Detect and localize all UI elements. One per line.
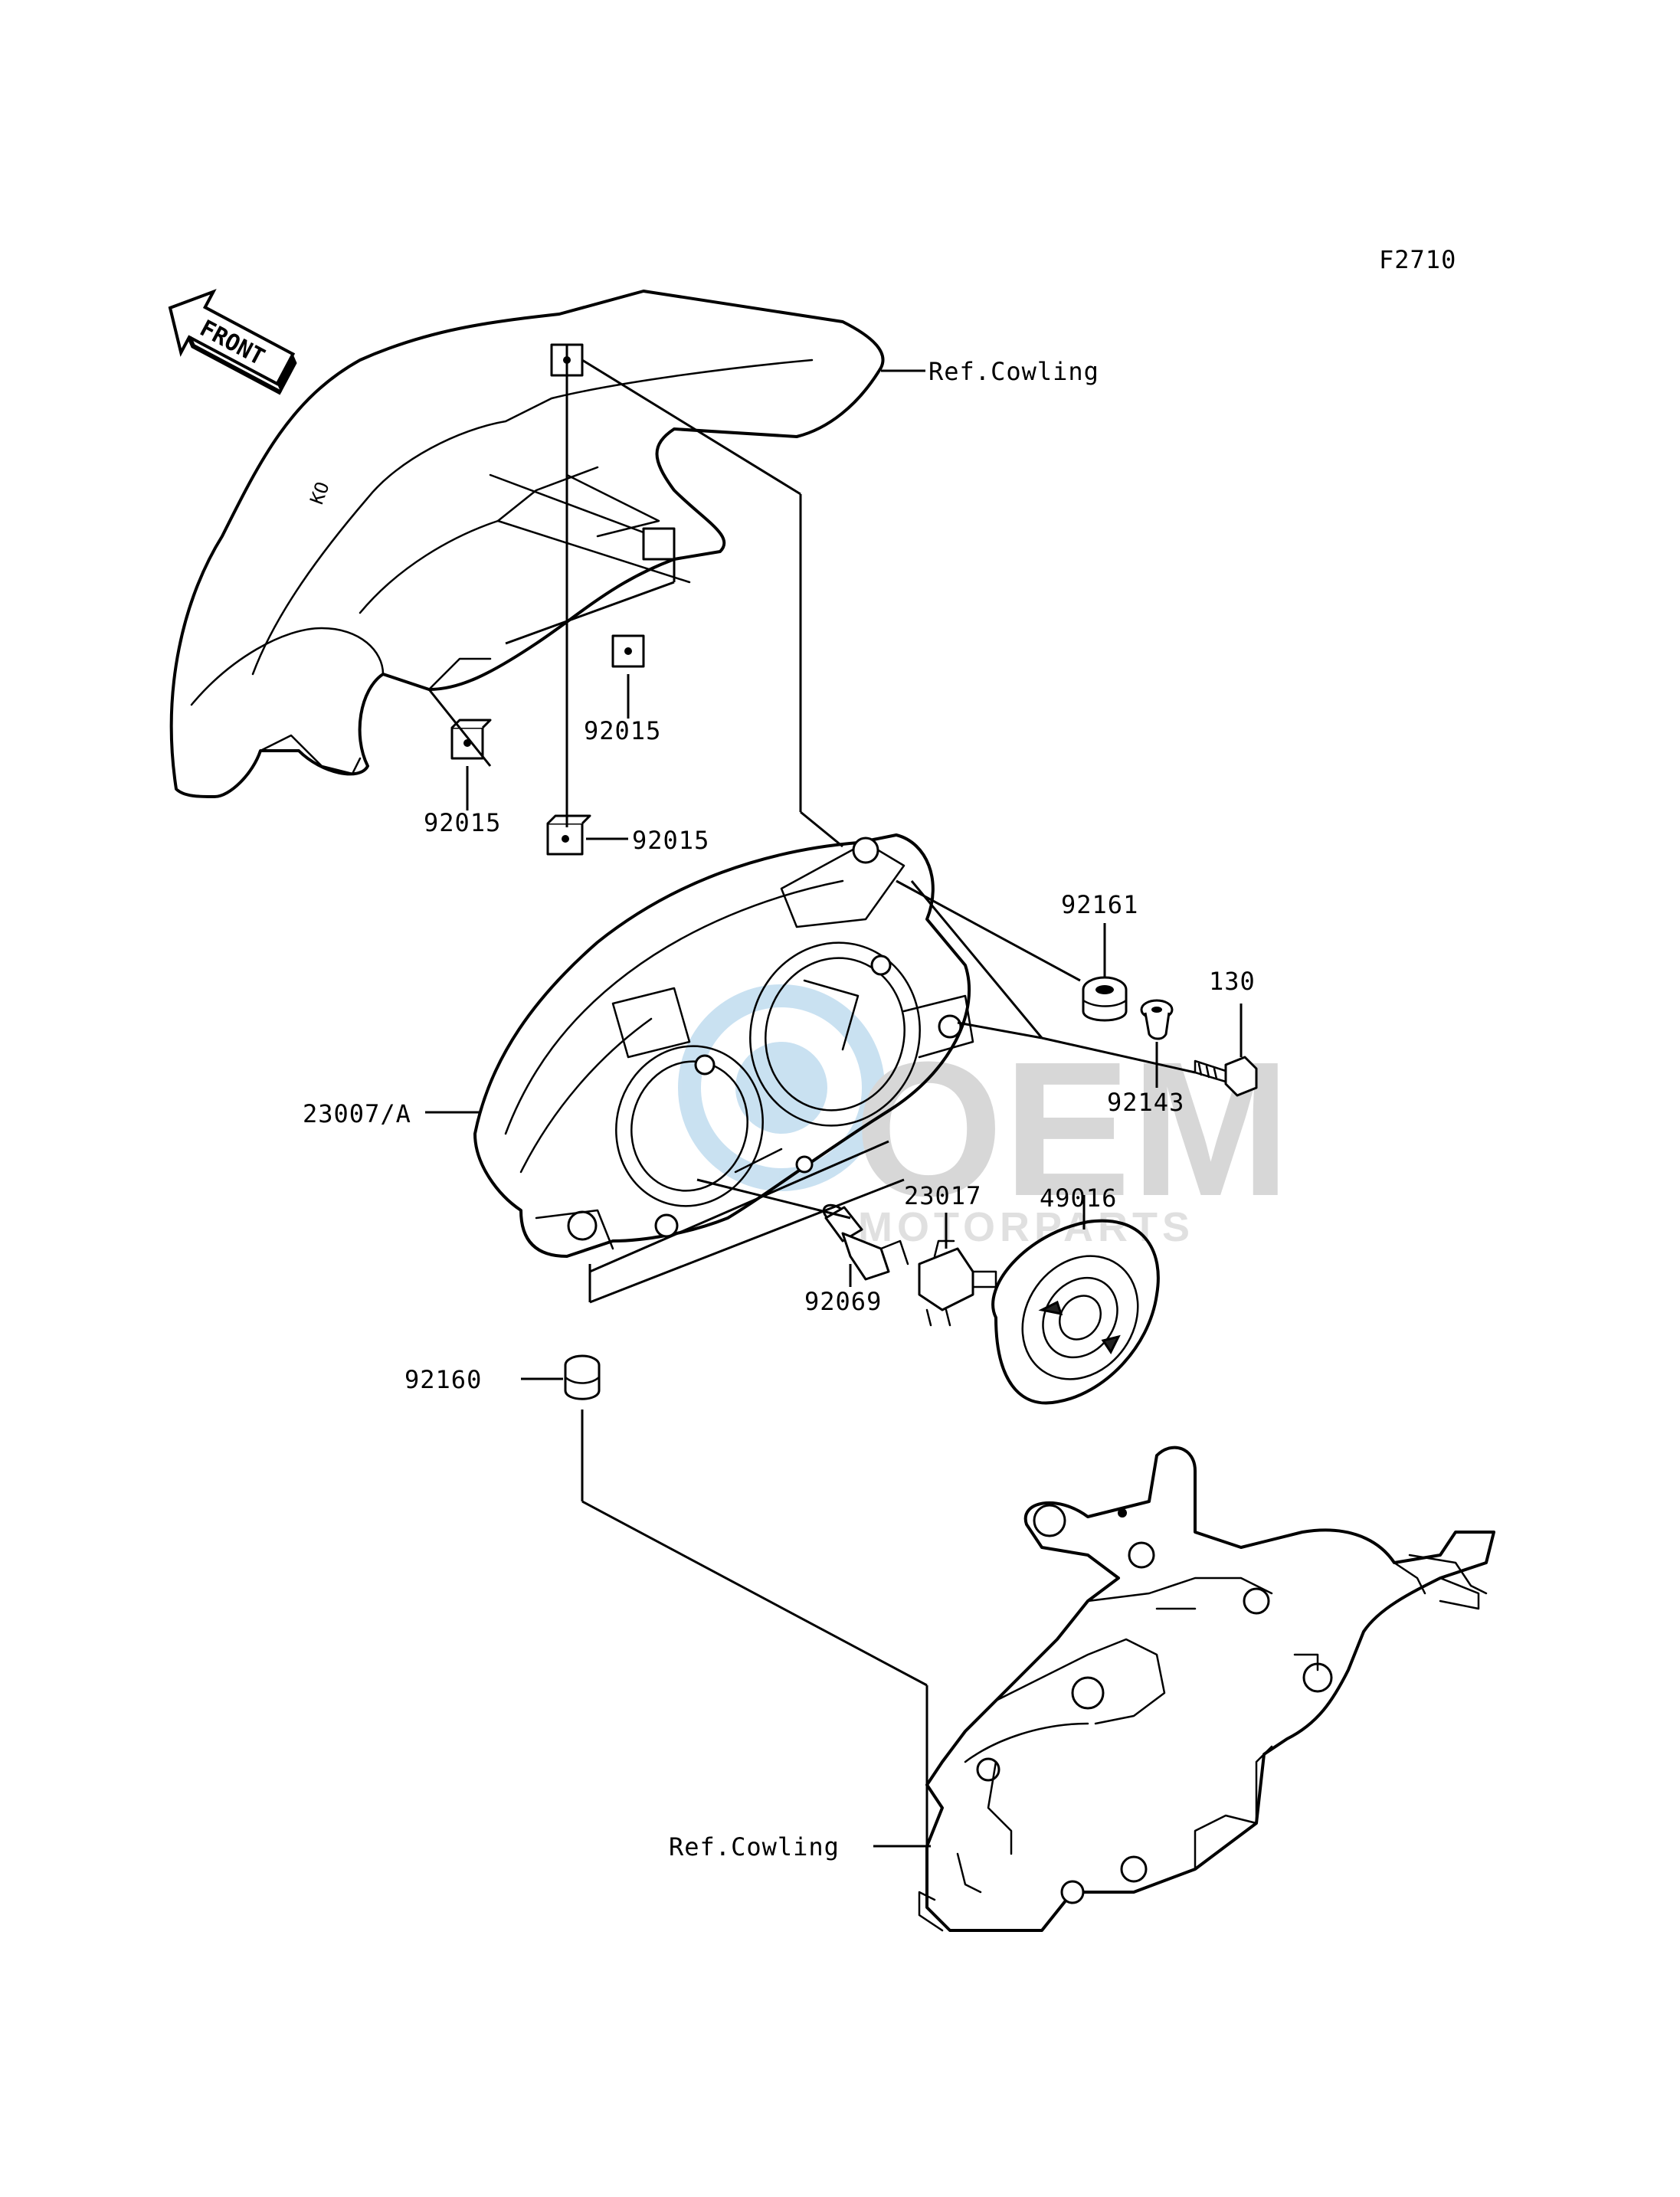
label-23007a: 23007/A [303,1099,411,1128]
label-92069: 92069 [804,1287,882,1316]
figure-id: F2710 [1379,245,1456,274]
cowling-stay [918,1446,1495,1932]
cap-49016 [991,1219,1160,1405]
label-130: 130 [1209,967,1256,996]
oem-watermark: OEM MOTORPARTS [678,984,1290,1250]
grommet-92160 [564,1354,601,1400]
label-92015-b: 92015 [424,808,501,837]
label-92160: 92160 [404,1365,482,1394]
watermark-sub: MOTORPARTS [858,1204,1194,1250]
collar-92143 [1140,999,1174,1040]
bulb-92069 [822,1203,909,1281]
label-49016: 49016 [1040,1184,1117,1213]
svg-text:KO: KO [306,479,333,507]
nut-92015-a [611,634,645,668]
socket-23017 [918,1239,997,1327]
label-92143: 92143 [1107,1088,1184,1117]
label-92161: 92161 [1061,890,1138,919]
bolt-130 [1194,1056,1258,1097]
nut-92015-c [546,814,591,856]
label-ref-cowling-top: Ref.Cowling [928,357,1099,386]
label-92015-c: 92015 [632,826,709,855]
label-ref-cowling-bottom: Ref.Cowling [669,1832,840,1861]
watermark-brand: OEM [854,1022,1290,1236]
leader-lines [425,345,1243,1900]
grommet-92161 [1082,976,1128,1022]
headlamp-assembly [473,833,974,1258]
label-23017: 23017 [904,1181,981,1210]
front-arrow: FRONT [168,289,297,395]
label-92015-a: 92015 [584,716,661,745]
